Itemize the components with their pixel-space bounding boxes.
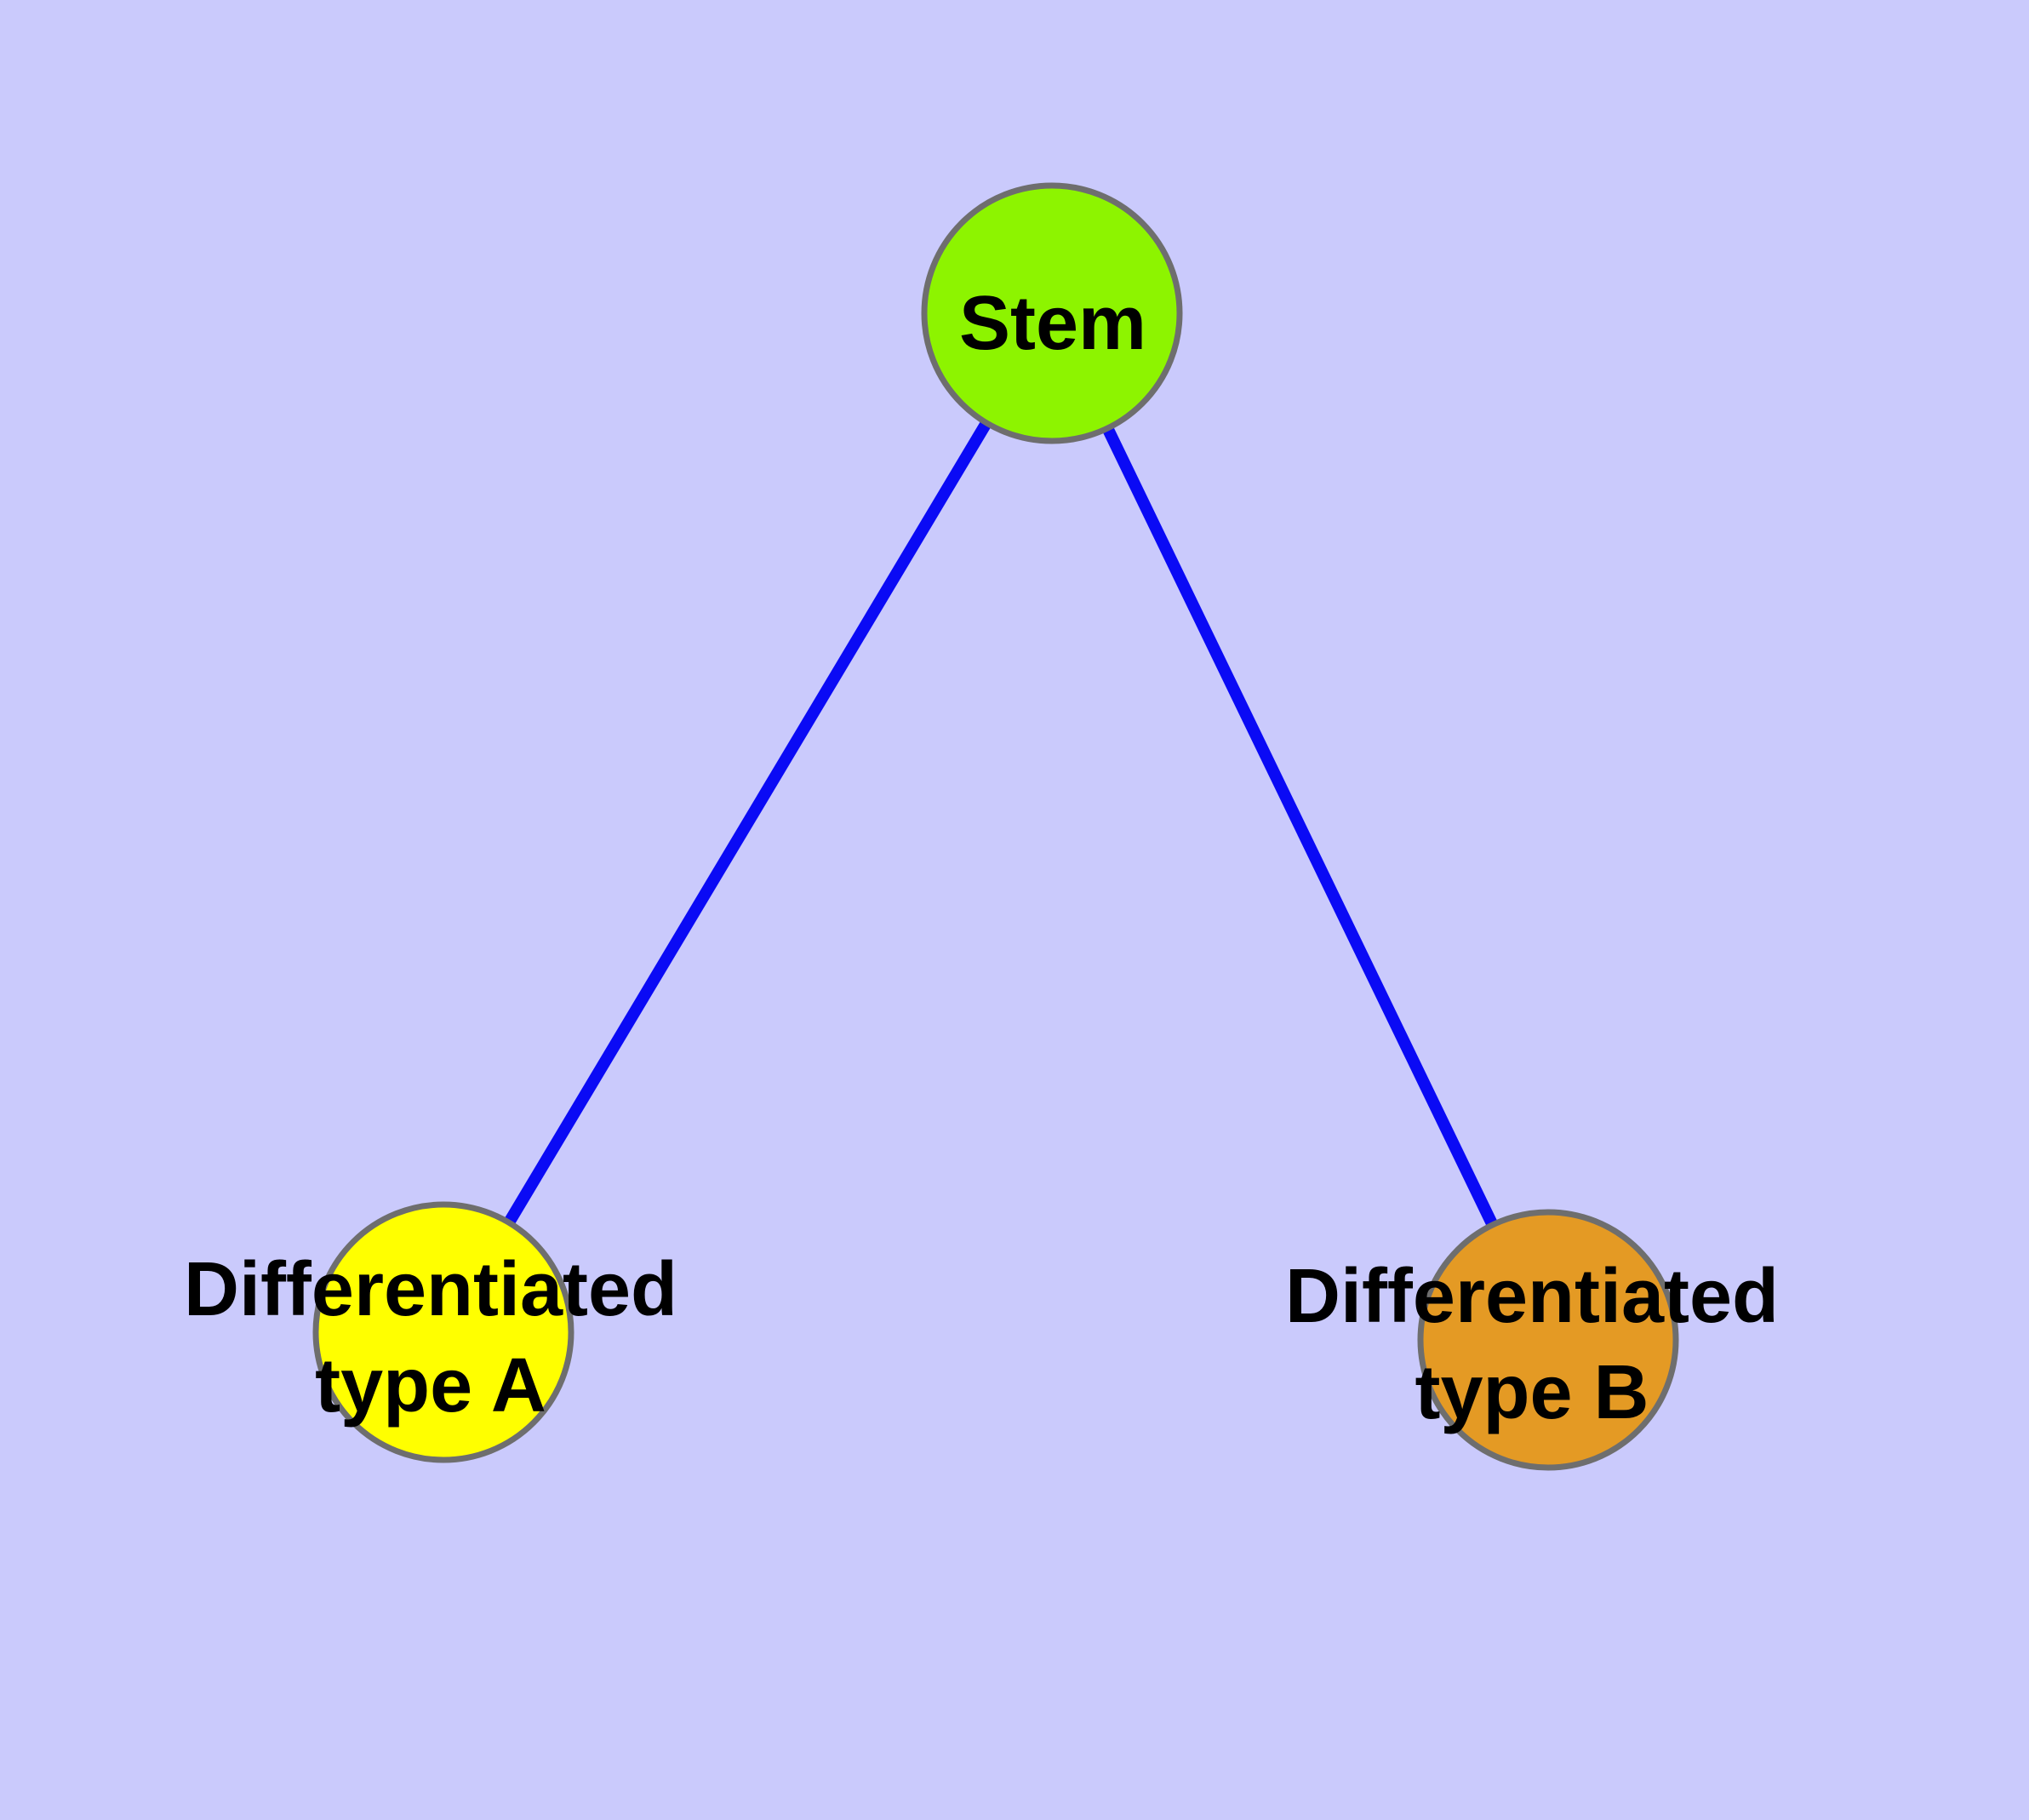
node-type-b-label-line2: type B (1415, 1350, 1649, 1435)
node-type-a-label-line1: Differentiated (184, 1247, 677, 1332)
node-differentiated-type-b[interactable] (1417, 1209, 1679, 1471)
edge-stem-to-type-b[interactable] (1046, 310, 1554, 1343)
node-type-b-label-line1: Differentiated (1285, 1254, 1779, 1339)
node-stem[interactable] (921, 182, 1183, 444)
edge-stem-to-type-a[interactable] (437, 310, 1058, 1336)
node-stem-label: Stem (959, 281, 1146, 366)
node-differentiated-type-a[interactable] (312, 1201, 574, 1463)
node-type-a-label-line2: type A (315, 1343, 546, 1428)
